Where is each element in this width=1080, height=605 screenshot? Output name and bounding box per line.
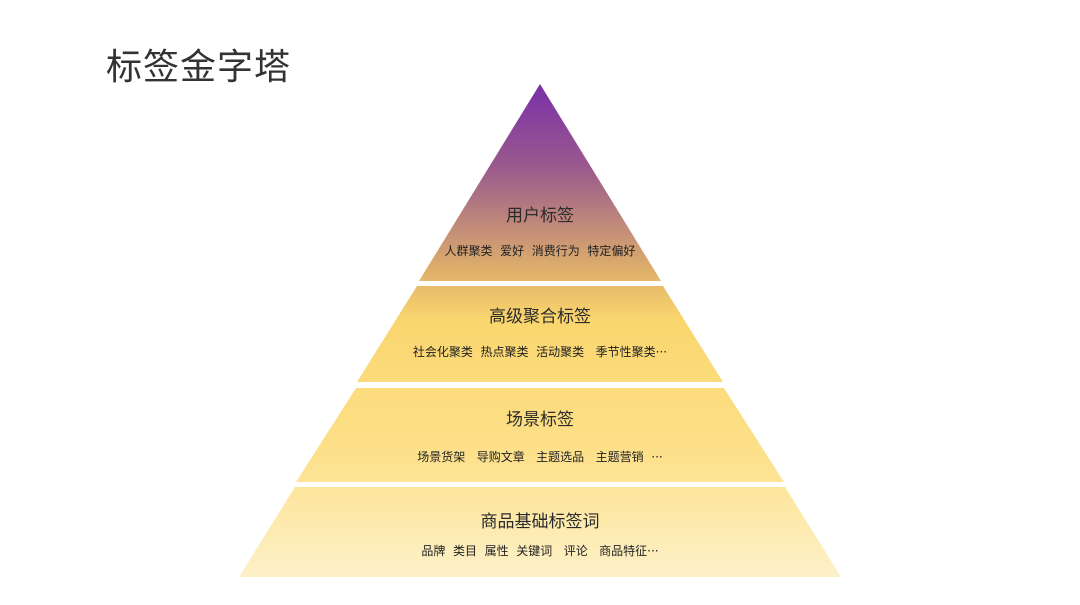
pyramid-tier-user xyxy=(419,84,661,281)
tier-items-scene: 场景货架 导购文章 主题选品 主题营销 ··· xyxy=(417,450,663,464)
tier-label-scene: 场景标签 xyxy=(506,410,574,430)
pyramid-tier-scene xyxy=(296,388,784,482)
tier-label-user: 用户标签 xyxy=(506,206,574,226)
pyramid-tier-product xyxy=(239,487,841,577)
pyramid-tier-aggregate xyxy=(357,286,723,382)
tier-items-aggregate: 社会化聚类 热点聚类 活动聚类 季节性聚类··· xyxy=(412,345,668,359)
tier-items-user: 人群聚类 爱好 消费行为 特定偏好 xyxy=(444,244,636,258)
tier-label-aggregate: 高级聚合标签 xyxy=(489,307,591,327)
tier-label-product: 商品基础标签词 xyxy=(480,512,600,532)
tier-items-product: 品牌 类目 属性 关键词 评论 商品特征··· xyxy=(421,544,659,558)
page-title: 标签金字塔 xyxy=(106,47,292,88)
